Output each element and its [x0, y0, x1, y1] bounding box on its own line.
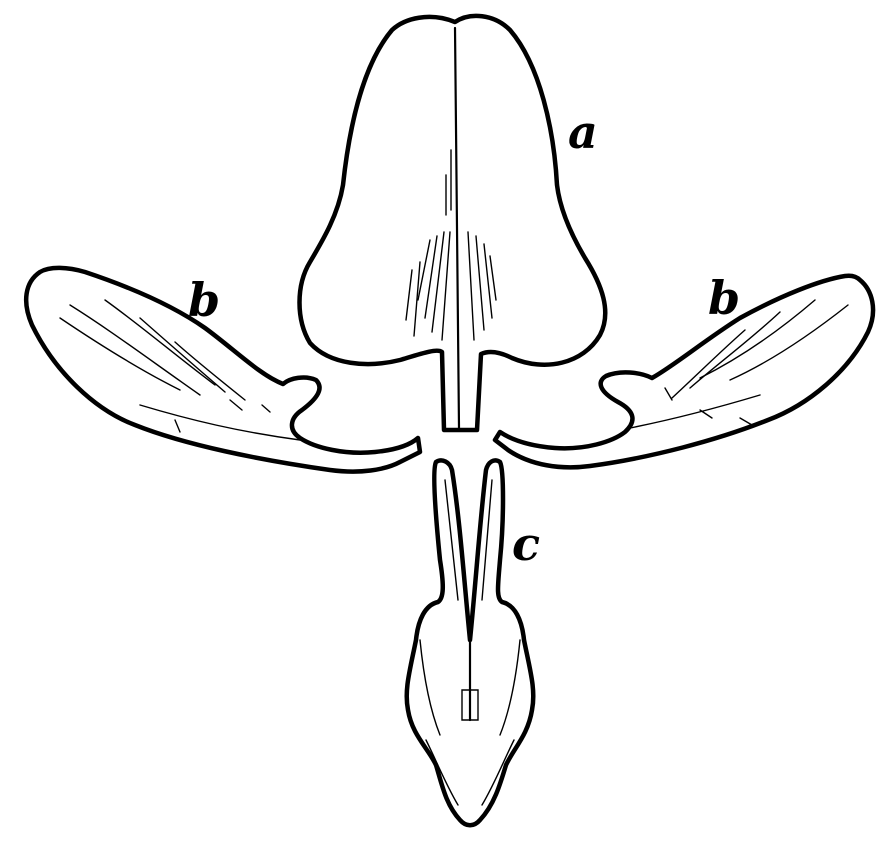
label-keel: c [512, 517, 540, 571]
label-wing-right: b [708, 271, 740, 325]
label-wing-left: b [188, 273, 220, 327]
wing-petal-right [495, 276, 873, 468]
standard-petal [300, 16, 606, 430]
keel-petals [407, 460, 534, 825]
label-standard: a [568, 105, 598, 159]
standard-shading [406, 150, 496, 340]
wing-petal-left [26, 268, 420, 472]
